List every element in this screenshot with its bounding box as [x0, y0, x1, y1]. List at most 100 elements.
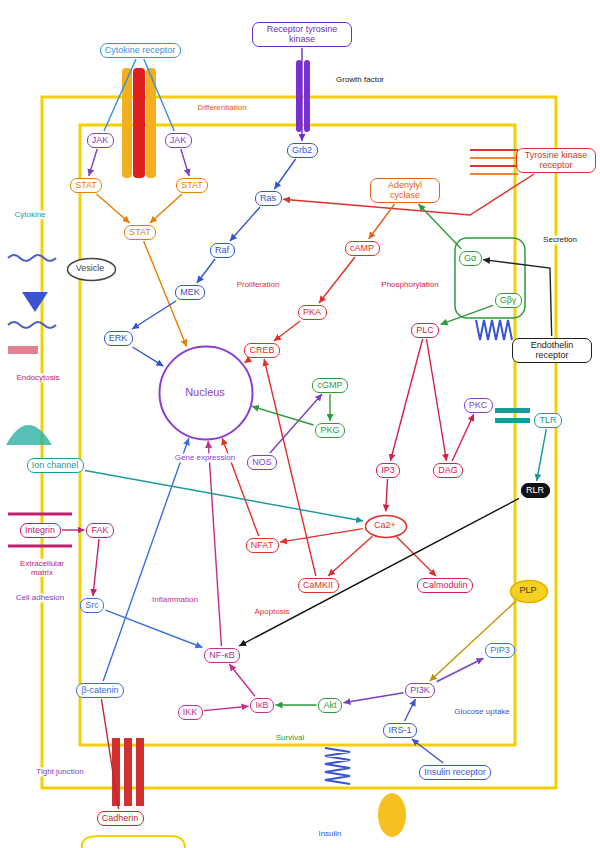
- node-text: Insulin receptor: [424, 767, 486, 777]
- protein-oval: PLP: [508, 578, 548, 603]
- node-text: PLC: [416, 325, 434, 335]
- protein-box: PKC: [464, 398, 493, 413]
- signal-arrow: [244, 359, 249, 363]
- signal-arrow: [144, 59, 174, 131]
- seven-tm-receptor: [476, 320, 512, 340]
- node-text: ERK: [109, 333, 128, 343]
- node-text: CREB: [249, 345, 274, 355]
- signal-arrow: [344, 693, 404, 703]
- protein-box: Gβγ: [495, 293, 522, 308]
- node-text: CaMKII: [303, 580, 333, 590]
- protein-box: PKG: [315, 423, 345, 438]
- protein-box: NOS: [247, 455, 277, 470]
- protein-box: STAT: [176, 178, 208, 193]
- node-text: MEK: [180, 287, 200, 297]
- protein-box: PLC: [411, 323, 439, 338]
- protein-box: Endothelin receptor: [512, 338, 592, 363]
- signal-arrow: [386, 479, 388, 512]
- ligand-squiggle: [8, 322, 56, 328]
- signal-arrow: [89, 149, 97, 176]
- signal-arrow: [274, 159, 295, 189]
- signal-arrow: [132, 301, 176, 329]
- receptor-chain: [470, 149, 518, 151]
- annotation-text: Secretion: [541, 235, 579, 244]
- annotation-text: Gene expression: [173, 453, 237, 462]
- receptor-chain: [495, 408, 530, 413]
- signal-arrow: [280, 529, 363, 542]
- node-text: Ras: [260, 193, 276, 203]
- signal-arrow: [452, 414, 474, 461]
- protein-box: JAK: [165, 133, 192, 148]
- signal-arrow: [426, 339, 446, 461]
- node-outline-shape: [511, 580, 548, 602]
- signal-arrow: [437, 658, 484, 682]
- protein-box: Grb2: [287, 143, 318, 158]
- receptor-chain: [495, 418, 530, 423]
- protein-box: Receptor tyrosine kinase: [252, 22, 352, 47]
- node-text: PLP: [519, 585, 536, 595]
- protein-box: cGMP: [312, 378, 348, 393]
- signal-arrow: [412, 739, 443, 763]
- signal-arrow: [319, 257, 355, 303]
- node-text: RLR: [526, 485, 544, 495]
- signal-arrow: [441, 305, 494, 324]
- node-text: DAG: [438, 465, 458, 475]
- signal-arrow: [483, 260, 552, 336]
- node-text: cAMP: [350, 243, 374, 253]
- protein-box: Insulin receptor: [419, 765, 491, 780]
- protein-box: Cytokine receptor: [100, 43, 181, 58]
- signal-arrow: [104, 59, 136, 131]
- protein-box: IKK: [178, 705, 203, 720]
- annotation-text: Cytokine: [12, 210, 47, 219]
- protein-oval: Ca2+: [363, 513, 407, 538]
- signal-arrow: [106, 610, 203, 647]
- receptor-chain: [470, 173, 518, 175]
- node-text: JAK: [92, 135, 109, 145]
- protein-box: NF-κB: [204, 648, 240, 663]
- annotation-text: Endocytosis: [14, 373, 61, 382]
- signal-arrow: [62, 529, 85, 530]
- node-text: Raf: [215, 245, 229, 255]
- node-text: TLR: [539, 415, 556, 425]
- protein-box: IκB: [250, 698, 274, 713]
- signal-arrow: [329, 394, 330, 421]
- protein-box: STAT: [124, 225, 156, 240]
- node-text: Gα: [464, 253, 476, 263]
- protein-box: Tyrosine kinase receptor: [516, 148, 596, 173]
- receptor-chain: [470, 157, 518, 159]
- protein-box: Src: [80, 598, 104, 613]
- node-text: PKA: [303, 307, 321, 317]
- protein-box: PKA: [298, 305, 327, 320]
- node-text: PKC: [469, 400, 488, 410]
- protein-box: CREB: [244, 343, 280, 358]
- protein-box: Ras: [255, 191, 282, 206]
- ligand-bar: [8, 346, 38, 354]
- signal-arrow: [430, 601, 516, 681]
- node-text: FAK: [91, 525, 108, 535]
- annotation-text: Cell adhesion: [14, 593, 66, 602]
- signal-arrow: [369, 204, 395, 239]
- node-text: NF-κB: [209, 650, 235, 660]
- annotation-text: Survival: [274, 733, 306, 742]
- signal-arrow: [274, 321, 300, 341]
- receptor-figure: [378, 793, 406, 837]
- node-text: IκB: [255, 700, 268, 710]
- matrix-fiber: [8, 545, 72, 548]
- signal-arrow: [101, 699, 118, 809]
- signal-arrow: [328, 536, 372, 576]
- protein-box: β-catenin: [76, 683, 124, 698]
- protein-box: RLR: [521, 483, 550, 498]
- receptor-chain: [296, 60, 302, 132]
- node-text: Gβγ: [500, 295, 517, 305]
- signal-arrow: [239, 498, 519, 646]
- annotation-text: Apoptosis: [252, 607, 291, 616]
- matrix-fiber: [8, 513, 72, 516]
- node-text: Src: [85, 600, 99, 610]
- node-text: Integrin: [25, 525, 55, 535]
- receptor-chain: [122, 68, 132, 178]
- node-text: Ca2+: [374, 520, 396, 530]
- receptor-chain: [133, 68, 145, 178]
